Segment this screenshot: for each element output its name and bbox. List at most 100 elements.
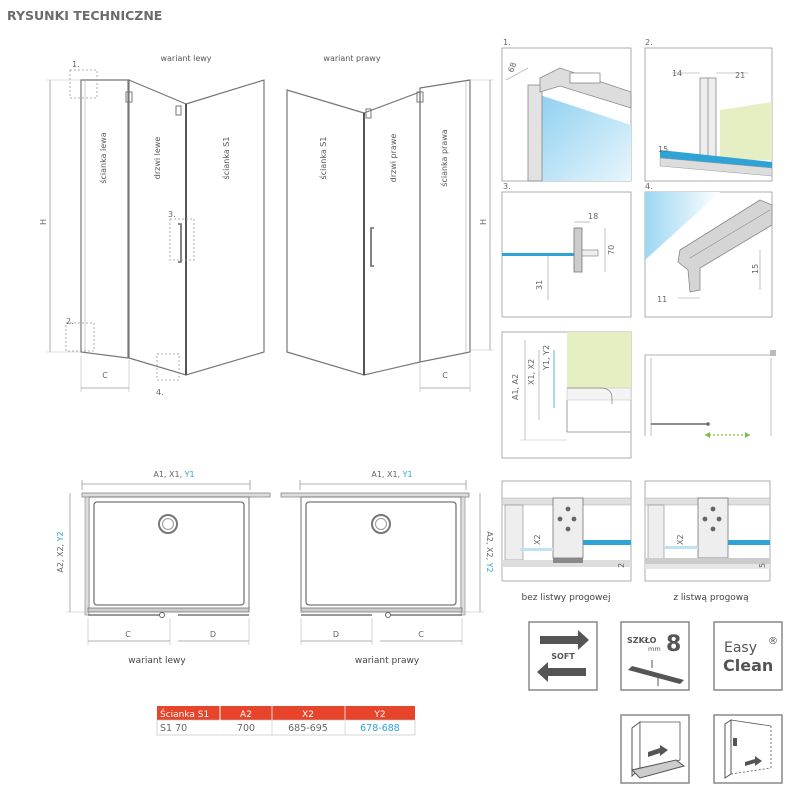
caption-with: z listwą progową — [673, 593, 749, 603]
svg-text:C: C — [442, 371, 448, 380]
label-s1-right: ścianka S1 — [318, 137, 328, 180]
svg-text:14: 14 — [672, 69, 682, 78]
td-y2: 678-688 — [360, 723, 400, 734]
panel-left-door — [128, 79, 187, 376]
install-arrow-icon — [648, 745, 668, 757]
svg-text:A2, X2, Y2: A2, X2, Y2 — [485, 531, 494, 572]
svg-text:2.: 2. — [66, 317, 74, 326]
svg-text:C: C — [125, 630, 131, 639]
plan-width-label: A1, X1, Y1 — [153, 470, 194, 479]
callout-box-1 — [69, 69, 98, 99]
table-header-bg — [157, 706, 415, 720]
svg-text:Easy: Easy — [724, 640, 757, 656]
plan-right-caption: wariant prawy — [355, 656, 420, 666]
plan-left-caption: wariant lewy — [128, 656, 186, 666]
h-label: H — [39, 219, 48, 225]
plan-view-right: A1, X1, Y1 A2, X2, Y2 D C wariant prawy — [280, 470, 494, 666]
td-s1: S1 70 — [160, 723, 187, 734]
side-section-detail: A1, A2 X1, X2 Y1, Y2 — [501, 331, 632, 459]
svg-text:8: 8 — [666, 632, 681, 657]
label-right-door: drzwi prawe — [389, 134, 398, 183]
label-left-wall: ścianka lewa — [98, 132, 108, 183]
wall-top — [81, 492, 271, 498]
label-left-door: drzwi lewe — [153, 137, 162, 180]
svg-text:D: D — [210, 630, 216, 639]
plan-view-left: A1, X1, Y1 A2, X2, Y2 C D wariant lewy — [56, 470, 271, 666]
svg-text:18: 18 — [588, 212, 598, 221]
panel-right-wall — [419, 79, 471, 363]
svg-text:3.: 3. — [168, 210, 176, 219]
svg-text:X2: X2 — [676, 534, 685, 545]
detail-4: 4. 15 11 — [644, 182, 773, 318]
label-right-wall: ścianka prawa — [439, 129, 449, 187]
svg-text:D: D — [333, 630, 339, 639]
svg-text:15: 15 — [751, 264, 760, 274]
svg-text:A1, X1, Y1: A1, X1, Y1 — [371, 470, 412, 479]
arrow-left-icon — [537, 662, 586, 682]
panel-left-wall — [80, 79, 129, 359]
front-view-right: wariant prawy ścianka S1 drzwi prawe ści… — [286, 54, 494, 392]
drain-icon — [158, 514, 178, 534]
front-view-left: wariant lewy H ścianka lewa drzwi lewe ś… — [39, 54, 265, 397]
svg-text:31: 31 — [535, 280, 544, 290]
label-s1-left: ścianka S1 — [221, 137, 231, 180]
svg-text:mm: mm — [648, 645, 661, 653]
door-handle-right — [370, 227, 374, 267]
side-y-label: Y1, Y2 — [542, 345, 551, 371]
caption-without: bez listwy progowej — [522, 593, 611, 603]
svg-text:3.: 3. — [503, 182, 511, 191]
svg-text:1.: 1. — [503, 38, 511, 47]
svg-text:2.: 2. — [645, 38, 653, 47]
panel-s1-left — [185, 79, 265, 376]
detail-2: 2. 14 21 15 — [644, 38, 773, 182]
easy-clean-badge: Easy ® Clean — [713, 621, 783, 691]
side-x-label: X1, X2 — [527, 359, 536, 385]
svg-text:®: ® — [768, 636, 778, 647]
arrow-right-icon — [540, 630, 589, 650]
plan-depth-label: A2, X2, Y2 — [56, 531, 65, 572]
install-arrow-icon-2 — [745, 756, 762, 766]
threshold-with: X2 5 z listwą progową — [644, 480, 771, 603]
svg-text:2: 2 — [617, 563, 626, 568]
drain-icon-right — [371, 514, 391, 534]
svg-text:C: C — [418, 630, 424, 639]
door-handle — [178, 223, 182, 263]
svg-text:70: 70 — [607, 245, 616, 255]
detail-1: 1. 68 — [501, 38, 632, 182]
hinge — [125, 91, 133, 103]
svg-text:SOFT: SOFT — [551, 652, 575, 661]
callout-box-2 — [65, 322, 95, 352]
svg-text:H: H — [479, 219, 488, 225]
svg-text:SZKŁO: SZKŁO — [627, 636, 657, 645]
detail-3: 3. 18 70 31 — [501, 182, 632, 318]
td-a2: 700 — [237, 723, 255, 734]
svg-text:21: 21 — [735, 71, 745, 80]
th-y2: Y2 — [373, 710, 385, 720]
td-x2: 685-695 — [288, 723, 328, 734]
glass-8mm-badge: SZKŁO mm 8 — [620, 621, 690, 691]
svg-text:4.: 4. — [156, 388, 164, 397]
dimension-table: Ścianka S1 A2 X2 Y2 S1 70 700 685-695 67… — [156, 706, 416, 736]
th-a2: A2 — [240, 710, 252, 720]
th-x2: X2 — [302, 710, 314, 720]
shower-tray — [93, 501, 245, 606]
glass-pane-icon — [628, 666, 684, 684]
page-title: RYSUNKI TECHNICZNE — [7, 8, 162, 23]
variant-right-title: wariant prawy — [323, 54, 380, 63]
svg-text:68: 68 — [506, 61, 518, 74]
install-right-badge — [713, 714, 783, 784]
svg-text:5: 5 — [758, 563, 767, 568]
install-left-badge — [620, 714, 690, 784]
svg-text:11: 11 — [657, 295, 667, 304]
panel-s1-right — [286, 89, 365, 376]
svg-text:1.: 1. — [72, 60, 80, 69]
soft-close-badge: SOFT — [528, 621, 598, 691]
svg-text:15: 15 — [658, 145, 668, 154]
c-label: C — [102, 371, 108, 380]
variant-left-title: wariant lewy — [160, 54, 211, 63]
side-a-label: A1, A2 — [511, 374, 520, 400]
corner-plan-detail — [644, 350, 776, 438]
callout-box-3 — [169, 218, 195, 261]
th-s1: Ścianka S1 — [160, 708, 209, 720]
